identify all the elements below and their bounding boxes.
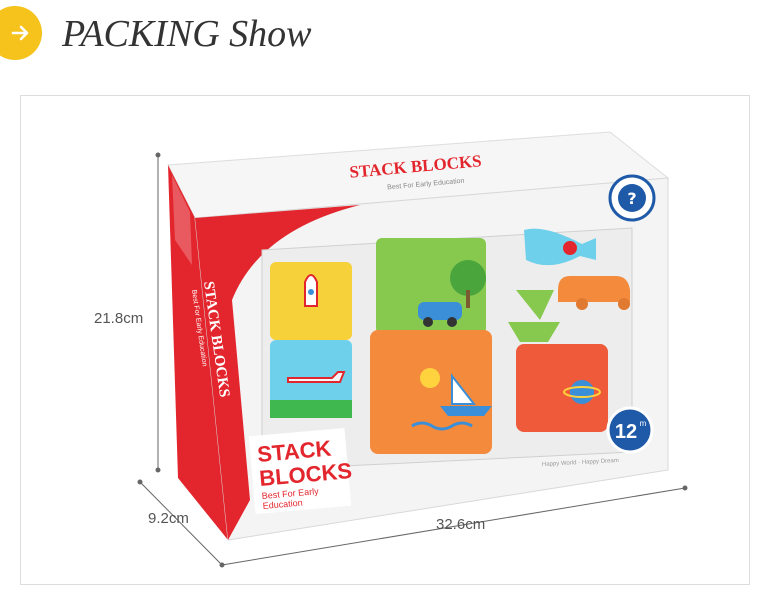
dimension-lines [137,152,688,568]
age-badge-number: 12 [615,421,637,443]
front-tagline-line1: Best For Early [261,486,319,501]
width-dimension-label: 32.6cm [436,516,486,533]
depth-dimension-label: 9.2cm [148,510,189,527]
front-tagline-line2: Education [262,498,303,511]
age-badge [606,406,654,454]
age-badge-unit: m [640,419,647,428]
height-dimension-label: 21.8cm [94,310,144,327]
slogan: Happy World · Happy Dream [542,458,619,468]
section-header: PACKING Show [0,0,770,70]
front-red-swoosh [195,205,360,540]
arrow-right-icon [0,6,42,60]
svg-text:?: ? [627,189,636,208]
box-side-face [168,165,228,540]
page-title: PACKING Show [62,13,312,55]
